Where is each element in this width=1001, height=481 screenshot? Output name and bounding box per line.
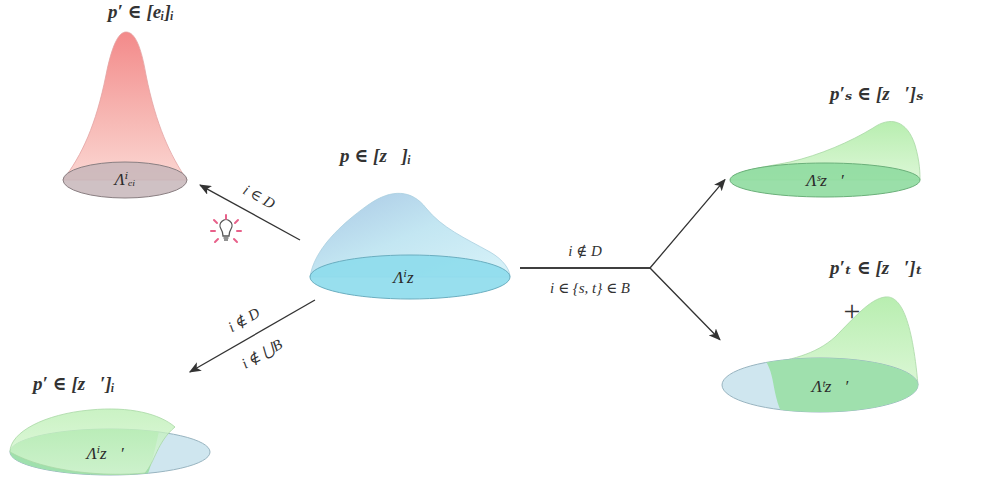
- distribution-blob: p′ ∈ [eᵢ]ᵢΛⁱₑᵢ: [60, 20, 200, 200]
- support-label: Λⁱz⃗′: [86, 445, 123, 464]
- plus-sign: +: [842, 294, 863, 327]
- blob-heading: p′ₛ ∈ [z⃗′]ₛ: [830, 84, 924, 105]
- transition-arrow: [520, 268, 720, 340]
- condition-label: i ∈ {s, t} ∈ B: [548, 280, 632, 297]
- distribution-blob: p′ ∈ [z⃗′]ᵢΛⁱz⃗′: [5, 372, 215, 478]
- distribution-blob: p′ₜ ∈ [z⃗′]ₜΛᵗz⃗′: [720, 255, 925, 415]
- support-label: Λⁱz⃗: [393, 269, 427, 288]
- support-label: Λⁱₑᵢ: [115, 171, 136, 190]
- transition-arrow: [520, 180, 725, 268]
- condition-label: i ∈ D: [239, 181, 280, 214]
- support-label: Λᵗz⃗′: [812, 378, 849, 397]
- support-label: Λˢz⃗′: [806, 172, 843, 191]
- condition-label: i ∉ D: [566, 243, 604, 260]
- blob-heading: p′ₜ ∈ [z⃗′]ₜ: [830, 258, 923, 279]
- condition-label: i ∉ D: [224, 303, 265, 336]
- lightbulb-icon: [211, 215, 241, 242]
- blob-heading: p′ ∈ [z⃗′]ᵢ: [33, 374, 115, 395]
- distribution-blob: p′ₛ ∈ [z⃗′]ₛΛˢz⃗′: [725, 90, 925, 202]
- blob-heading: p′ ∈ [eᵢ]ᵢ: [108, 2, 174, 23]
- distribution-blob: p ∈ [z⃗]ᵢΛⁱz⃗: [300, 140, 520, 300]
- blob-heading: p ∈ [z⃗]ᵢ: [340, 146, 411, 167]
